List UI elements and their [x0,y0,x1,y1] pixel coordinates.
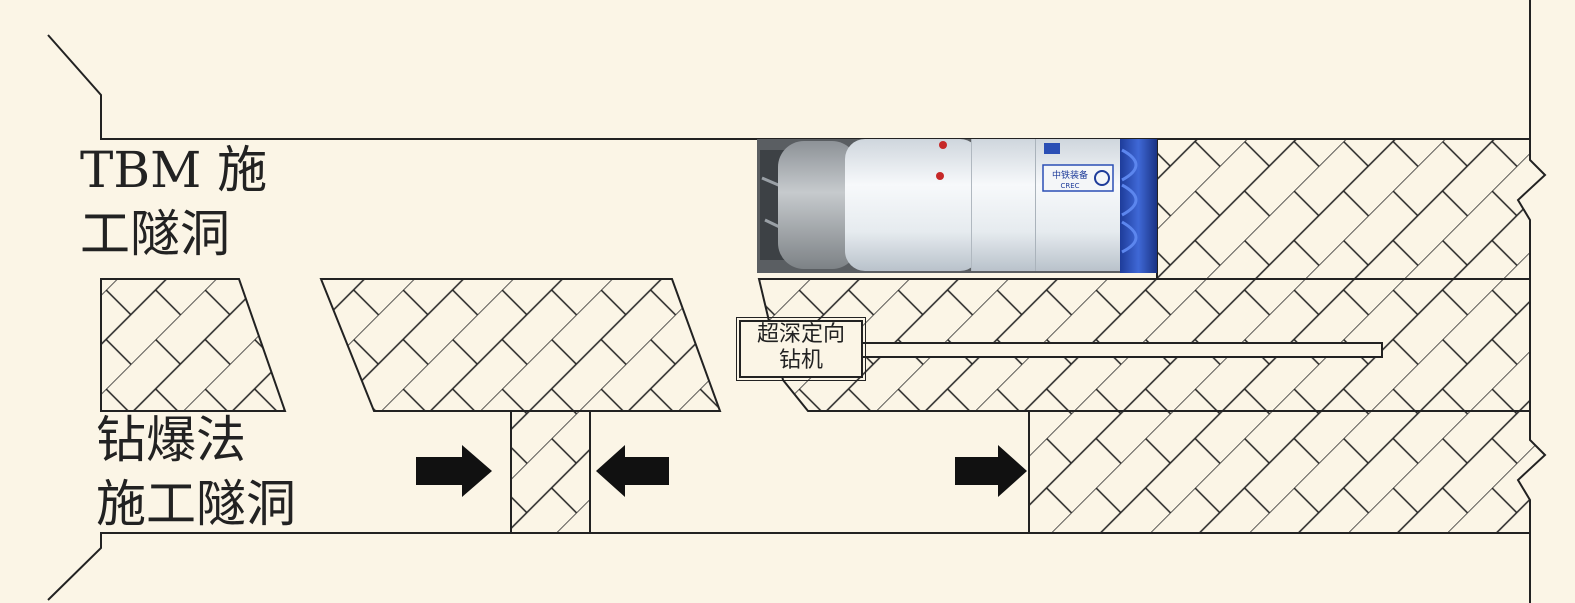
rock-mass-tbm-face [1156,138,1547,280]
tbm-tunnel-label: TBM 施 工隧洞 [80,138,267,266]
directional-drill-label: 超深定向 钻机 [736,317,866,381]
drill-blast-tunnel-outline [47,532,1531,603]
directional-drill-label-line-1: 超深定向 [756,322,845,347]
rock-plug [510,410,591,534]
directional-drill-label-line-2: 钻机 [778,348,823,373]
rock-pillar-left [100,278,287,412]
arrow-right-icon [416,445,492,497]
arrow-left-icon [596,445,669,497]
rock-mass-blast-face [1028,410,1547,534]
tbm-tunnel-label-line-1: TBM 施 [80,141,268,199]
drill-blast-tunnel-label: 钻爆法 施工隧洞 [96,408,296,536]
rock-pillar-center [319,278,722,412]
directional-drill-hole [861,342,1383,358]
tbm-tunnel-label-line-2: 工隧洞 [80,205,230,263]
tbm-tunnel-outline [47,0,1531,140]
machine-logo: 中铁装备 CREC [1042,164,1114,192]
tbm-machine-image: 中铁装备 CREC [757,139,1157,273]
machine-logo-text: 中铁装备 [1052,169,1088,181]
drill-blast-label-line-1: 钻爆法 [96,411,246,469]
drill-blast-label-line-2: 施工隧洞 [96,475,296,533]
arrow-right-icon [955,445,1027,497]
machine-logo-subtext: CREC [1060,182,1079,190]
